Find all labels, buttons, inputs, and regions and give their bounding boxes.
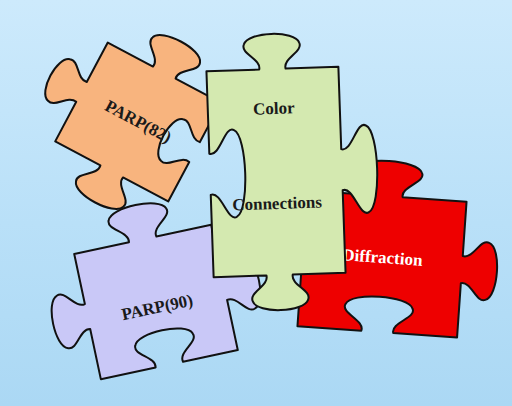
piece-label: Color Connections bbox=[227, 60, 323, 253]
puzzle-outline bbox=[167, 27, 385, 316]
puzzle-piece: Color Connections bbox=[167, 27, 385, 316]
piece-shape bbox=[8, 0, 238, 233]
piece-shape bbox=[262, 153, 504, 340]
piece-shape bbox=[33, 183, 273, 386]
